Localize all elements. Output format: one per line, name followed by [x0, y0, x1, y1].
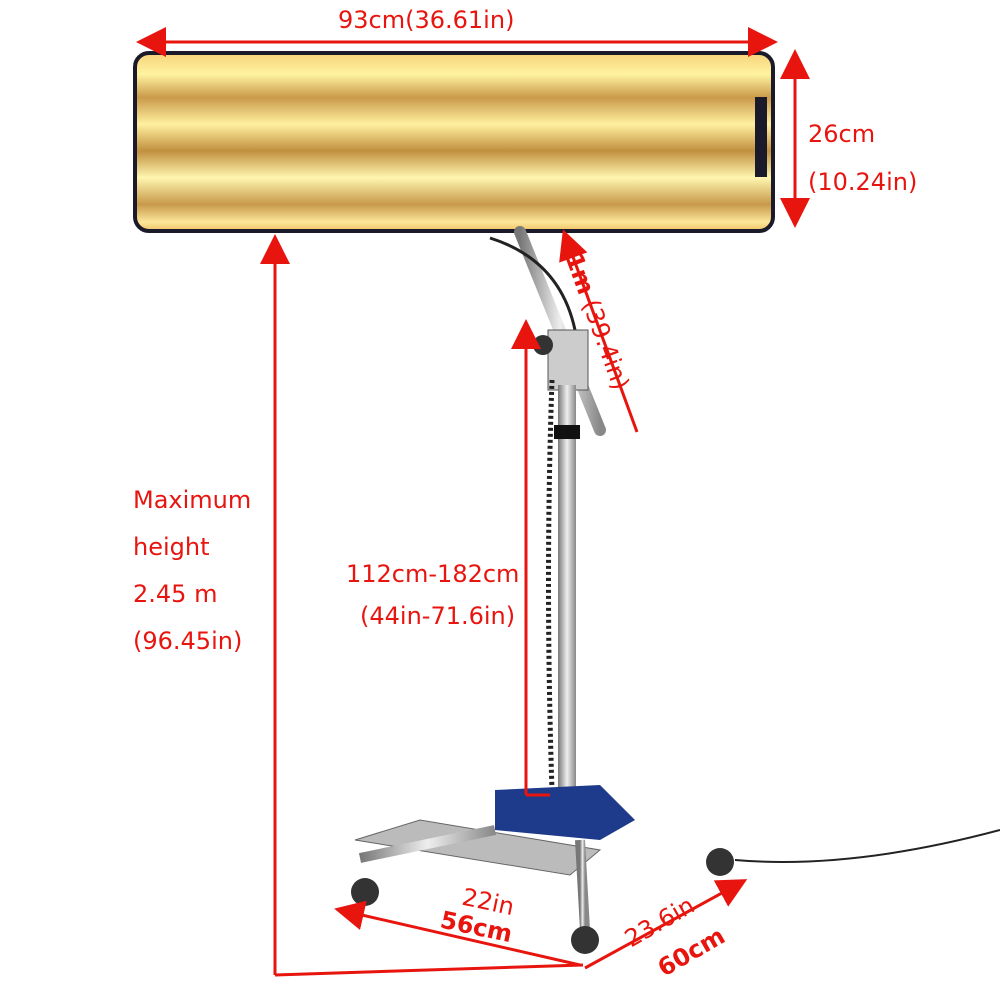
arm-arrow	[559, 229, 639, 433]
base-plate	[495, 785, 635, 840]
width-base-arrow	[584, 879, 748, 970]
tray	[354, 819, 602, 876]
depth-arrow	[334, 900, 581, 967]
light-panel	[133, 51, 775, 233]
height-cm-label: 26cm	[808, 120, 876, 148]
pole-in-label: (44in-71.6in)	[360, 602, 516, 630]
logo-strip	[755, 97, 767, 177]
pole-cm-label: 112cm-182cm	[346, 560, 520, 588]
height-in-label: (10.24in)	[808, 168, 918, 196]
max-height-line-1: Maximum	[133, 486, 252, 514]
max-height-line-2: height	[133, 533, 210, 561]
pole	[558, 385, 576, 795]
max-height-line-4: (96.45in)	[133, 627, 243, 655]
max-height-line-3: 2.45 m	[133, 580, 218, 608]
width-label: 93cm(36.61in)	[338, 6, 515, 34]
